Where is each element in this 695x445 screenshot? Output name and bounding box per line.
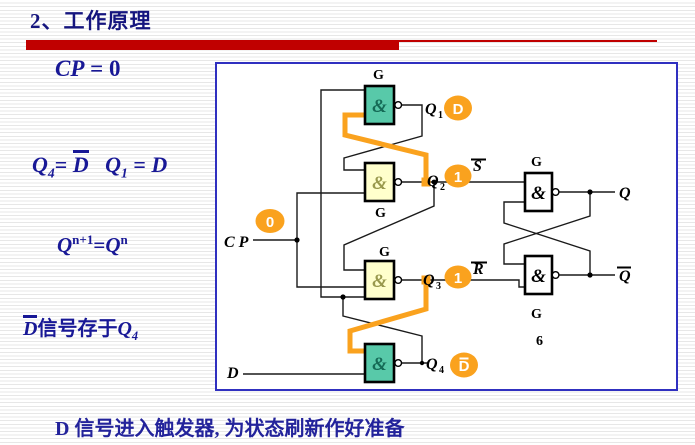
- label-q1: Q: [425, 101, 437, 118]
- value-badges: 0 D 1 1 D: [255, 95, 478, 378]
- bubble-g6: [551, 270, 560, 279]
- label-g6: G: [531, 307, 542, 322]
- gate-g4: [363, 342, 396, 384]
- and-symbol-g6: &: [531, 266, 546, 287]
- junction-dots: [294, 179, 593, 366]
- label-g3: G: [379, 245, 390, 260]
- bubble-g3: [394, 275, 403, 284]
- badge-cp-value: [255, 209, 285, 233]
- bubble-g1: [394, 101, 403, 110]
- d-flipflop-circuit: & & & & & & G G G G G 6 Q 1 Q 2 Q 3 Q 4 …: [224, 68, 631, 384]
- title-rule-line: [399, 40, 657, 42]
- gate-g2: [363, 161, 396, 203]
- label-q3-sub: 3: [436, 281, 441, 292]
- wire-qbar-to-g5: [503, 201, 591, 275]
- bubble-g5: [551, 187, 560, 196]
- svg-text:0: 0: [266, 214, 274, 231]
- label-g5: G: [531, 155, 542, 170]
- title-rule-bar: [26, 40, 399, 50]
- bubble-g4: [394, 359, 403, 368]
- label-q4-sub: 4: [439, 365, 444, 376]
- formula-next-state: Qn+1=Qn: [57, 232, 128, 257]
- label-q-output: Q: [619, 185, 631, 202]
- badge-q4-value: [450, 352, 478, 378]
- formula-q4-q1: Q4= D Q1 = D: [32, 150, 168, 181]
- formula-cp-equals-0: CP = 0: [55, 56, 121, 81]
- label-cp-input: C P: [224, 234, 249, 251]
- highlight-q3-to-g4: [347, 282, 429, 354]
- page-title: 2、工作原理: [30, 9, 152, 33]
- circuit-diagram-box: & & & & & & G G G G G 6 Q 1 Q 2 Q 3 Q 4 …: [215, 62, 678, 391]
- label-q2-sub: 2: [440, 182, 445, 193]
- note-dbar-stored-in-q4: D信号存于Q4: [23, 312, 138, 344]
- label-g1: G: [373, 68, 384, 83]
- and-symbol-g1: &: [372, 96, 387, 117]
- circuit-wires: [243, 89, 615, 375]
- badge-q1-value: [444, 95, 472, 121]
- label-q1-sub: 1: [438, 110, 443, 121]
- highlight-node-q2: [421, 177, 431, 187]
- and-symbol-g3: &: [372, 271, 387, 292]
- label-r-bar: R: [472, 261, 484, 278]
- highlight-node-q3: [421, 275, 431, 285]
- wire-q-to-g6: [503, 192, 591, 265]
- wire-cp-to-g2: [296, 192, 365, 240]
- label-d-input: D: [226, 365, 239, 382]
- label-q4: Q: [426, 356, 438, 373]
- label-s-bar: S: [473, 158, 482, 175]
- label-g2: G: [375, 206, 386, 221]
- gate-labels: G G G G G 6: [373, 68, 543, 349]
- and-symbol-g4: &: [372, 354, 387, 375]
- wire-q4-branch: [342, 297, 423, 363]
- label-qbar-output: Q: [619, 268, 631, 285]
- highlight-paths: [342, 112, 431, 354]
- wire-q1-feedback: [343, 104, 423, 171]
- label-q2: Q: [427, 173, 439, 190]
- wire-cp-to-g3: [296, 240, 365, 288]
- and-symbol-g2: &: [372, 173, 387, 194]
- label-q3: Q: [423, 272, 435, 289]
- gate-g3: [363, 259, 396, 301]
- gate-g1: [363, 84, 396, 126]
- footer-caption: D 信号进入触发器, 为状态刷新作好准备: [55, 418, 405, 440]
- highlight-q2-to-g1: [342, 112, 429, 180]
- bubble-g2: [394, 177, 403, 186]
- wire-q2-to-g3: [343, 182, 435, 271]
- and-symbol-g5: &: [531, 183, 546, 204]
- badge-q3-value: [444, 265, 472, 289]
- svg-text:1: 1: [454, 169, 462, 186]
- label-gate-number-6: 6: [536, 334, 543, 349]
- svg-text:D: D: [459, 358, 470, 375]
- svg-text:D: D: [453, 101, 464, 118]
- signal-labels: Q 1 Q 2 Q 3 Q 4 S R Q Q C P D: [224, 101, 631, 382]
- nand-gates: & & & & & &: [363, 84, 560, 384]
- svg-text:1: 1: [454, 270, 462, 287]
- badge-q2-value: [444, 164, 472, 188]
